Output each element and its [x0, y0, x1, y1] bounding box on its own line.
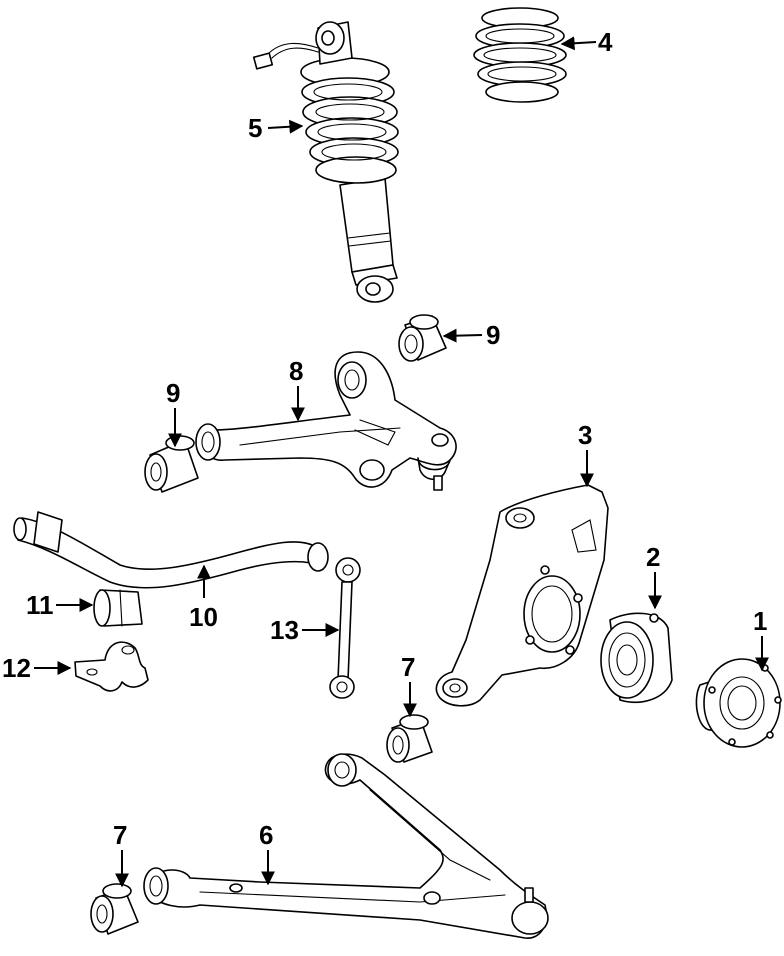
leader-4 — [560, 36, 597, 51]
upper-control-arm — [195, 351, 457, 491]
callout-5: 5 — [248, 113, 262, 143]
callout-6: 6 — [259, 820, 273, 850]
callout-7-rear: 7 — [113, 820, 127, 850]
upper-arm-bushing-left — [144, 435, 199, 493]
callout-leaders — [34, 36, 769, 888]
wheel-hub — [695, 658, 782, 748]
callout-9-right: 9 — [486, 320, 500, 350]
callout-7-front: 7 — [401, 652, 415, 682]
callout-labels: 1 2 3 4 5 6 7 7 8 9 9 10 11 12 13 — [2, 27, 767, 850]
upper-arm-bushing-right — [398, 314, 447, 362]
stabilizer-bushing — [93, 589, 143, 627]
callout-11: 11 — [26, 590, 54, 620]
lower-arm-bushing-rear — [90, 883, 139, 935]
callout-1: 1 — [753, 606, 767, 636]
knuckle — [435, 484, 609, 707]
lower-control-arm — [143, 753, 549, 939]
callout-10: 10 — [189, 602, 218, 632]
bushing-bracket — [74, 641, 149, 692]
wheel-bearing — [600, 612, 673, 703]
stabilizer-link — [329, 557, 361, 699]
callout-13: 13 — [270, 615, 299, 645]
callout-12: 12 — [2, 653, 31, 683]
lower-arm-bushing-front — [386, 714, 433, 763]
coil-spring — [473, 7, 567, 103]
callout-2: 2 — [646, 542, 660, 572]
callout-4: 4 — [598, 27, 613, 57]
leader-9a — [442, 328, 483, 343]
callout-9-left: 9 — [166, 378, 180, 408]
callout-3: 3 — [578, 420, 592, 450]
stabilizer-bar — [13, 511, 329, 589]
shock-absorber — [252, 21, 399, 303]
leader-5 — [267, 119, 304, 134]
callout-8: 8 — [289, 356, 303, 386]
